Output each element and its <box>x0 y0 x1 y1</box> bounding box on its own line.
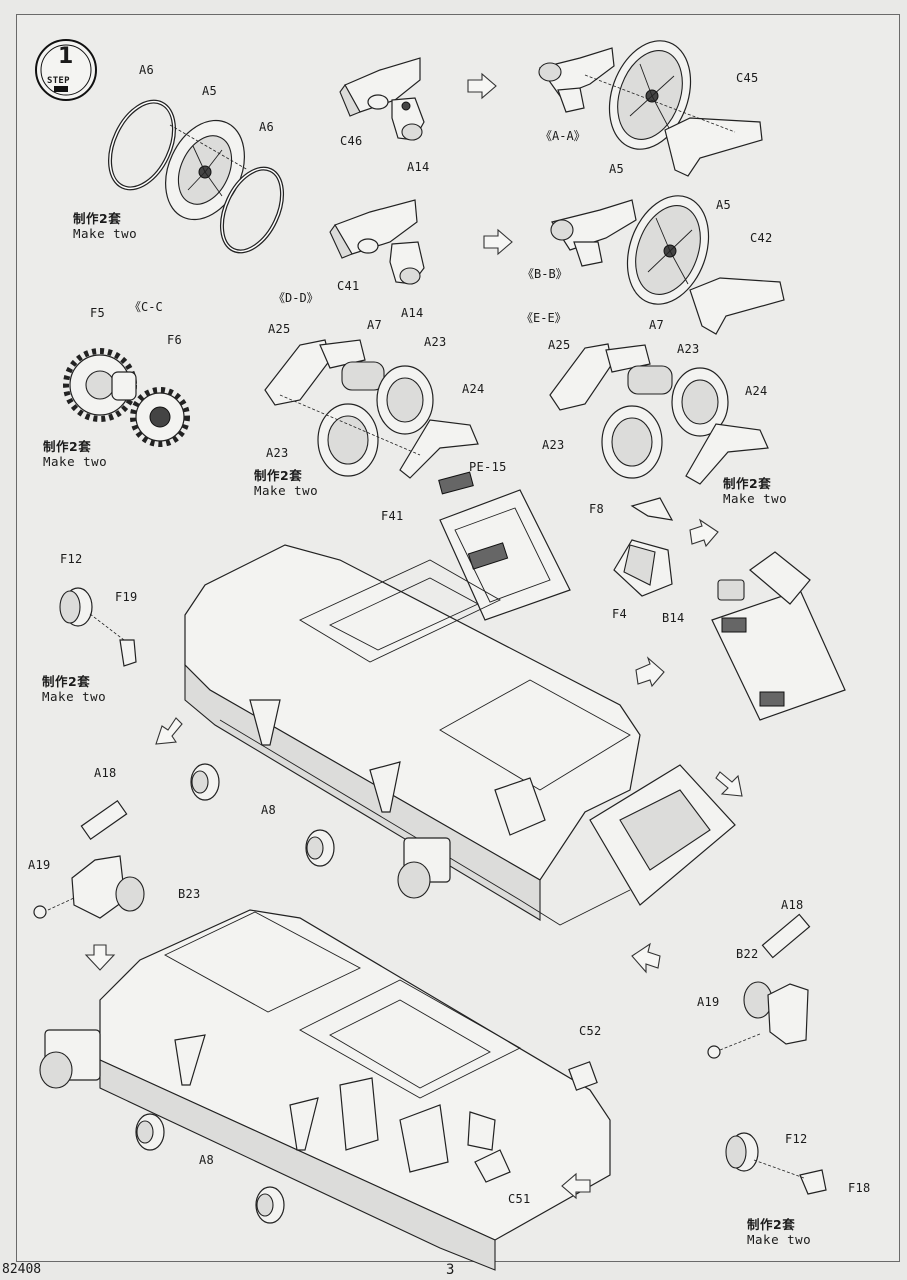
part-label: F6 <box>167 333 183 347</box>
note-en: Make two <box>723 491 788 506</box>
flow-arrow-icon <box>561 1172 591 1200</box>
note-en: Make two <box>73 226 138 241</box>
flow-arrow-icon <box>715 771 743 797</box>
part-label: A5 <box>202 84 218 98</box>
part-label: C42 <box>750 231 773 245</box>
part-label: A5 <box>716 198 732 212</box>
make-two-note: 制作2套 Make two <box>42 674 106 704</box>
page-number: 3 <box>446 1262 455 1278</box>
make-two-note: 制作2套 Make two <box>747 1217 811 1247</box>
view-label-aa: 《A-A》 <box>540 129 586 143</box>
bb-assembly <box>550 195 785 335</box>
part-label: A24 <box>745 384 768 398</box>
f12-f19-left <box>59 587 137 667</box>
part-label: A5 <box>609 162 625 176</box>
flow-arrow-icon <box>467 72 497 100</box>
part-label: C52 <box>579 1024 602 1038</box>
part-label: A6 <box>139 63 155 77</box>
part-label: F41 <box>381 509 404 523</box>
part-label: A18 <box>781 898 804 912</box>
make-two-note: 制作2套 Make two <box>254 468 318 498</box>
flow-arrow-icon <box>689 518 719 548</box>
flow-arrow-icon <box>155 717 183 745</box>
f41-hatch-plate <box>438 471 571 621</box>
part-label: C45 <box>736 71 759 85</box>
part-label: A14 <box>401 306 424 320</box>
part-label: A24 <box>462 382 485 396</box>
part-label: B22 <box>736 947 759 961</box>
part-label: C51 <box>508 1192 531 1206</box>
step-badge-icon <box>35 39 97 101</box>
part-label: C46 <box>340 134 363 148</box>
part-label: A18 <box>94 766 117 780</box>
part-label: F18 <box>848 1181 871 1195</box>
part-label: A8 <box>199 1153 215 1167</box>
part-label: B14 <box>662 611 685 625</box>
part-label: F8 <box>589 502 605 516</box>
b14-rear-plate <box>711 551 846 721</box>
part-label: F5 <box>90 306 106 320</box>
product-code: 82408 <box>2 1262 42 1277</box>
part-label: B23 <box>178 887 201 901</box>
aa-assembly <box>538 40 763 177</box>
part-label: A23 <box>542 438 565 452</box>
view-label-bb: 《B-B》 <box>522 267 568 281</box>
note-zh: 制作2套 <box>43 439 92 454</box>
part-label: A19 <box>28 858 51 872</box>
part-label: A7 <box>367 318 383 332</box>
c46-bracket-assembly <box>339 57 425 141</box>
part-label: A23 <box>677 342 700 356</box>
part-label: A8 <box>261 803 277 817</box>
f12-f18-right <box>725 1132 827 1195</box>
part-label: A23 <box>266 446 289 460</box>
step-number: 1 <box>58 44 74 69</box>
lower-hull-assembly <box>39 909 611 1271</box>
part-label: A23 <box>424 335 447 349</box>
note-zh: 制作2套 <box>42 674 91 689</box>
part-label: A7 <box>649 318 665 332</box>
make-two-note: 制作2套 Make two <box>73 211 137 241</box>
part-label: A14 <box>407 160 430 174</box>
c41-bracket-assembly <box>329 199 425 285</box>
step-label: STEP <box>47 76 70 86</box>
note-en: Make two <box>254 483 319 498</box>
note-en: Make two <box>747 1232 812 1247</box>
note-zh: 制作2套 <box>723 476 772 491</box>
note-en: Make two <box>43 454 108 469</box>
note-en: Make two <box>42 689 107 704</box>
part-label: A19 <box>697 995 720 1009</box>
part-label: C41 <box>337 279 360 293</box>
f8-f4-part <box>613 497 674 597</box>
make-two-note: 制作2套 Make two <box>43 439 107 469</box>
flow-arrow-icon <box>631 942 661 974</box>
part-label: F12 <box>60 552 83 566</box>
part-label: F12 <box>785 1132 808 1146</box>
a18-b22-right <box>707 913 811 1059</box>
view-label-dd: 《D-D》 <box>273 291 319 305</box>
note-zh: 制作2套 <box>73 211 122 226</box>
view-label-cc: 《C-C <box>129 300 163 314</box>
part-label: A25 <box>548 338 571 352</box>
upper-hull-assembly <box>184 544 736 926</box>
ee-bogie-assembly <box>549 343 769 485</box>
note-zh: 制作2套 <box>747 1217 796 1232</box>
part-label: F4 <box>612 607 628 621</box>
road-wheel-group <box>108 99 285 254</box>
flow-arrow-icon <box>483 228 513 256</box>
note-zh: 制作2套 <box>254 468 303 483</box>
part-label: A6 <box>259 120 275 134</box>
part-label: A25 <box>268 322 291 336</box>
part-label: F19 <box>115 590 138 604</box>
part-label: PE-15 <box>469 460 507 474</box>
make-two-note: 制作2套 Make two <box>723 476 787 506</box>
flow-arrow-icon <box>84 944 116 971</box>
a18-b23-left <box>33 799 145 919</box>
sprocket-group <box>63 348 190 447</box>
dd-bogie-assembly <box>264 339 479 479</box>
flow-arrow-icon <box>635 656 665 688</box>
view-label-ee: 《E-E》 <box>521 311 567 325</box>
